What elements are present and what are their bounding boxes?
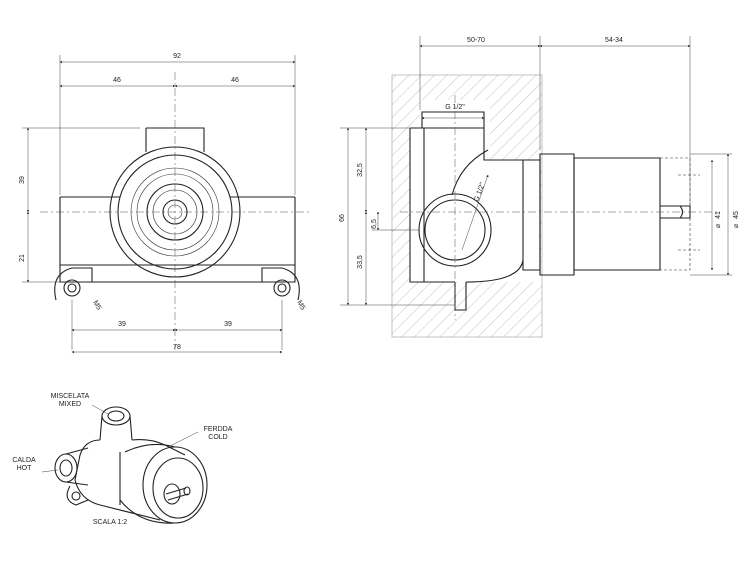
dim-half-right: 46: [231, 77, 239, 84]
dim-offset: 6,5: [371, 219, 378, 229]
iso-valve-body: [54, 406, 208, 524]
dim-hole-right: 39: [224, 321, 232, 328]
label-cold-en: COLD: [208, 434, 227, 441]
cartridge-circles: [109, 146, 241, 278]
wall-cavity: [410, 128, 540, 282]
mounting-lug-left: [54, 267, 93, 301]
dim-knob-small: 41: [715, 211, 722, 219]
dim-hole-left: 39: [118, 321, 126, 328]
diameter-symbol-small: ⌀: [715, 224, 722, 228]
dim-projection: 54-34: [605, 37, 623, 44]
dim-lower: 33,5: [357, 255, 364, 269]
diameter-symbol-large: ⌀: [733, 224, 740, 228]
label-cold-it: FERDDA: [204, 426, 233, 433]
cartridge-knob: [522, 153, 691, 276]
dim-knob-large: 45: [733, 211, 740, 219]
iso-leaders: [41, 404, 199, 473]
dim-upper: 32,5: [357, 163, 364, 177]
dim-half-left: 46: [113, 77, 121, 84]
scale-label: SCALA 1:2: [93, 519, 127, 526]
dim-upper-height: 39: [19, 176, 26, 184]
mounting-lug-right: [261, 267, 300, 301]
label-hot-it: CALDA: [12, 457, 36, 464]
dim-total-width: 92: [173, 53, 181, 60]
hidden-lines: [660, 157, 700, 271]
label-hot-en: HOT: [17, 465, 33, 472]
dim-lower-height: 21: [19, 254, 26, 262]
isometric-view: MISCELATA MIXED FERDDA COLD CALDA HOT SC…: [12, 393, 232, 526]
dim-total-height: 66: [339, 214, 346, 222]
label-mixed-it: MISCELATA: [51, 393, 90, 400]
side-view: 50-70 54-34 G 1/2" G 1/2" 66 32,5 6,5 33…: [339, 36, 740, 338]
valve-body-outline: [59, 127, 296, 283]
dim-wall-depth: 50-70: [467, 37, 485, 44]
label-mixed-en: MIXED: [59, 401, 81, 408]
thread-left: M5: [91, 300, 102, 312]
dim-holes-span: 78: [173, 344, 181, 351]
side-dimensions: [340, 36, 732, 306]
thread-top: G 1/2": [445, 104, 465, 111]
thread-right: M5: [295, 300, 306, 312]
front-view: 92 46 46 39 21 M5 M5 39 39 78: [19, 53, 310, 354]
front-dimensions: [22, 55, 296, 354]
